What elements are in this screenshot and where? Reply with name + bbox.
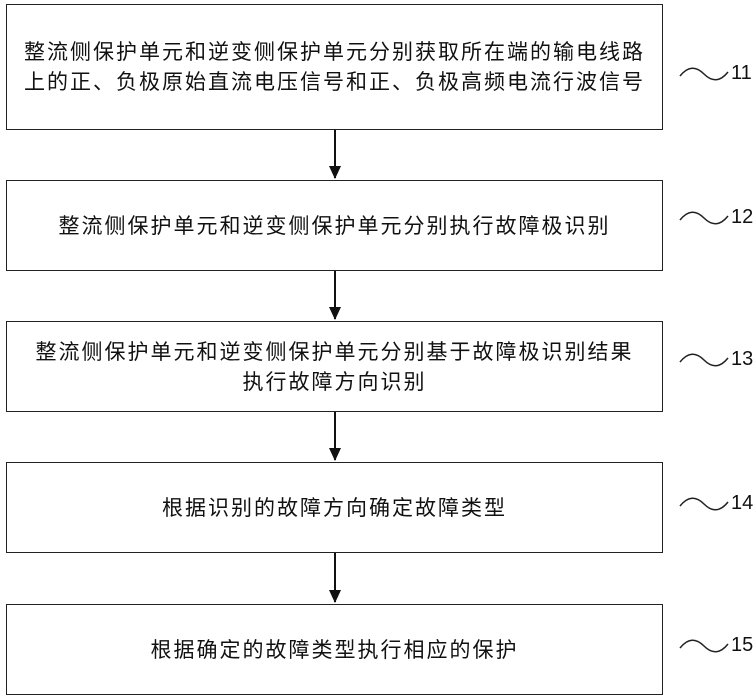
arrowhead-icon [329, 307, 341, 320]
arrowhead-icon [329, 166, 341, 179]
leader-tilde-13 [680, 354, 728, 366]
step-number-11: 11 [731, 62, 752, 85]
arrowhead-icon [329, 448, 341, 461]
step-number-13: 13 [731, 348, 753, 371]
step-number-14: 14 [731, 492, 753, 515]
step-number-15: 15 [731, 634, 753, 657]
arrowhead-icon [329, 590, 341, 603]
leader-tilde-14 [680, 498, 728, 510]
step-number-12: 12 [731, 206, 753, 229]
leader-tilde-15 [680, 640, 728, 652]
leader-tilde-11 [680, 68, 728, 80]
leader-tilde-12 [680, 212, 728, 224]
